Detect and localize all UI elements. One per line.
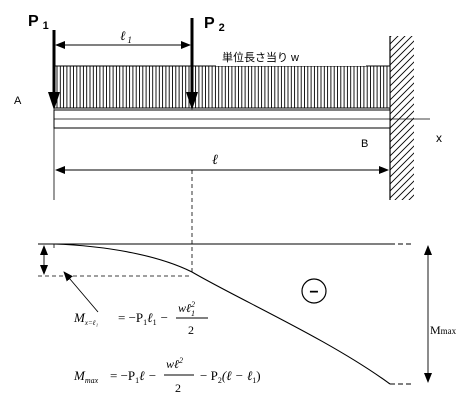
l-label: ℓ [212, 153, 218, 168]
p2-load-arrow [186, 18, 198, 110]
fixed-wall [389, 36, 414, 200]
moment-diagram: − Mmax [38, 243, 457, 385]
formula-1-rhs: = −P1ℓ1− [118, 310, 168, 327]
formula-2-rhs-a: = −P1ℓ − [110, 368, 157, 385]
point-a-label: A [14, 95, 22, 107]
formula-2-rhs-c: − P2(ℓ − ℓ1) [200, 368, 261, 385]
formula-2-denominator: 2 [175, 381, 181, 395]
m-x-l1-leader [63, 271, 99, 313]
distributed-load: 単位長さ当り w [53, 48, 391, 109]
formula-1-lhs: Mx=ℓ₁ [73, 310, 98, 327]
negative-sign: − [309, 284, 318, 301]
moment-curve [53, 243, 391, 385]
beam [53, 109, 391, 129]
x-axis-label: x [436, 131, 442, 145]
distributed-load-label: 単位長さ当り w [222, 50, 299, 64]
formula-1-denominator: 2 [188, 323, 194, 337]
negative-sign-circle [301, 278, 327, 304]
formula-m-max: Mmax = −P1ℓ − wℓ2 2 − P2(ℓ − ℓ1) [73, 356, 261, 395]
point-b-label: B [361, 138, 368, 150]
formula-2-lhs: Mmax [73, 368, 99, 385]
l-dimension [53, 128, 389, 200]
p1-load-arrow [48, 30, 60, 110]
mmax-label: Mmax [430, 323, 457, 337]
formula-2-numerator: wℓ2 [166, 356, 183, 371]
